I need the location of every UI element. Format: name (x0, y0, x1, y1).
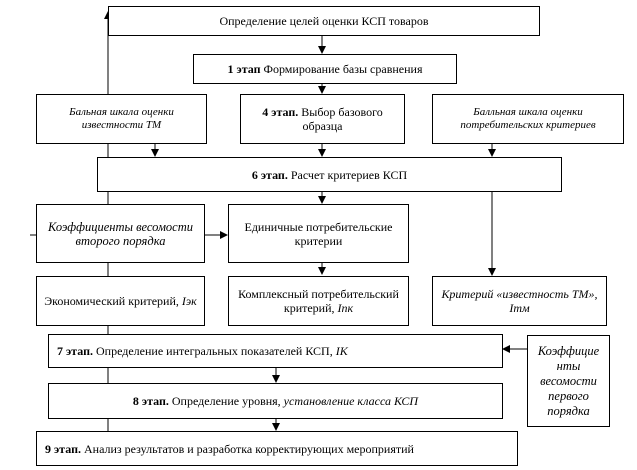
step9-box: 9 этап. Анализ результатов и разработка … (36, 431, 518, 466)
step9-num: 9 этап. (45, 441, 81, 456)
complex-text: Комплексный потребительский критерий, (238, 287, 399, 315)
unit-criteria-box: Единичные потребительские критерии (228, 204, 409, 263)
step1-num: 1 этап (227, 62, 261, 76)
step6-num: 6 этап. (251, 167, 288, 182)
econ-sym: Iэк (181, 294, 197, 308)
step8-text: Определение уровня, (171, 394, 281, 408)
step6-box: 6 этап. Расчет критериев КСП (97, 157, 562, 192)
scale-tm-text: Бальная шкала оценки известности ТМ (69, 106, 174, 131)
step1-box: 1 этап Формирование базы сравнения (193, 54, 457, 84)
step8-num: 8 этап. (132, 394, 169, 408)
step6-text: Расчет критериев КСП (290, 167, 408, 182)
coef-second-text: Коэффициенты весомости второго порядка (48, 219, 193, 248)
complex-sym: Iпк (337, 301, 354, 315)
step4-text: Выбор базового образца (301, 105, 383, 133)
coef-first-text: Коэффицие нты весомости первого порядка (537, 343, 600, 418)
step9-text: Анализ результатов и разработка корректи… (83, 441, 414, 456)
tm-criterion-box: Критерий «известность ТМ», Iтм (432, 276, 607, 326)
step8-italic: установление класса КСП (283, 394, 419, 408)
econ-text: Экономический критерий, (44, 294, 179, 308)
unit-criteria-text: Единичные потребительские критерии (244, 219, 393, 248)
econ-criterion-box: Экономический критерий, Iэк (36, 276, 205, 326)
step7-sym: IK (335, 344, 348, 358)
tm-crit-text: Критерий «известность ТМ», Iтм (441, 287, 598, 315)
scale-tm-box: Бальная шкала оценки известности ТМ (36, 94, 207, 144)
scale-consumer-box: Балльная шкала оценки потребительских кр… (432, 94, 624, 144)
step7-text: Определение интегральных показателей КСП… (95, 344, 333, 358)
goals-text: Определение целей оценки КСП товаров (219, 14, 429, 28)
step7-box: 7 этап. Определение интегральных показат… (48, 334, 503, 368)
complex-criterion-box: Комплексный потребительский критерий, Iп… (228, 276, 409, 326)
step4-box: 4 этап. Выбор базового образца (240, 94, 405, 144)
step7-num: 7 этап. (57, 344, 93, 358)
step1-text: Формирование базы сравнения (263, 62, 423, 76)
goals-box: Определение целей оценки КСП товаров (108, 6, 540, 36)
step4-num: 4 этап. (262, 105, 299, 119)
coef-second-box: Коэффициенты весомости второго порядка (36, 204, 205, 263)
scale-consumer-text: Балльная шкала оценки потребительских кр… (460, 106, 596, 131)
coef-first-box: Коэффицие нты весомости первого порядка (527, 335, 610, 427)
step8-box: 8 этап. Определение уровня, установление… (48, 383, 503, 419)
